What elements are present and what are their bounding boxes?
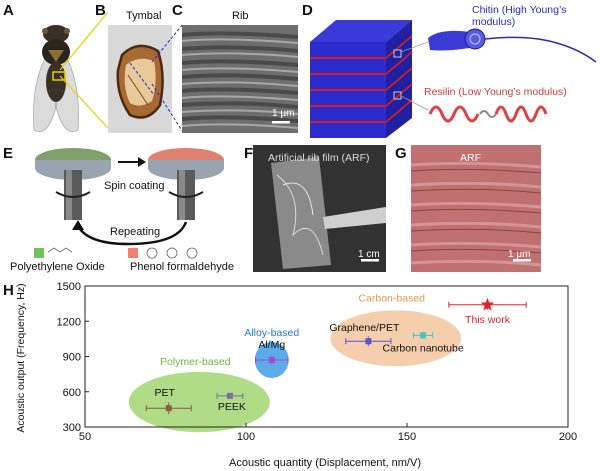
- panel-letter-f: F: [244, 145, 254, 162]
- chitin-fibre-icon: [428, 28, 597, 63]
- data-point: [226, 392, 233, 399]
- tymbal-caption: Tymbal: [126, 10, 162, 22]
- data-point: [420, 332, 427, 339]
- data-label: PET: [155, 387, 176, 399]
- data-label: Al/Mg: [258, 339, 285, 351]
- spin-coating-label: Spin coating: [104, 180, 165, 192]
- data-point: [268, 357, 275, 364]
- data-label: This work: [465, 314, 511, 326]
- rib-scalebar-label: 1 μm: [272, 108, 295, 119]
- tymbal-photo: [108, 25, 172, 133]
- arf-sem-image: [411, 145, 541, 272]
- panel-letter-a: A: [3, 2, 14, 19]
- y-tick-label: 1200: [57, 316, 81, 328]
- data-label: Graphene/PET: [329, 322, 400, 334]
- x-tick-label: 100: [237, 431, 255, 443]
- arf-caption: Artificial rib film (ARF): [268, 152, 370, 164]
- data-point-star: [480, 297, 495, 311]
- spin-coating-diagram: [34, 148, 224, 259]
- group-label: Carbon-based: [358, 292, 425, 304]
- arf-sem-caption: ARF: [460, 152, 481, 164]
- y-tick-label: 600: [63, 387, 81, 399]
- data-point: [365, 338, 372, 345]
- panel-letter-b: B: [95, 2, 106, 19]
- data-point: [165, 405, 172, 412]
- polyethylene-oxide-label: Polyethylene Oxide: [10, 261, 105, 273]
- x-tick-label: 150: [398, 431, 416, 443]
- resilin-spring-icon: [428, 105, 548, 123]
- data-label: Carbon nanotube: [383, 342, 464, 354]
- phenol-formaldehyde-label: Phenol formaldehyde: [130, 261, 234, 273]
- y-axis-label: Acoustic output (Frequency, Hz): [15, 283, 27, 432]
- data-label: PEEK: [218, 401, 246, 413]
- y-tick-label: 300: [63, 422, 81, 434]
- group-label: Alloy-based: [244, 327, 299, 339]
- layered-block-diagram: [310, 20, 597, 138]
- group-region: [128, 371, 270, 433]
- x-tick-label: 50: [79, 431, 91, 443]
- group-region: [330, 310, 462, 367]
- y-tick-label: 1500: [57, 281, 81, 293]
- panel-letter-h: H: [3, 282, 14, 299]
- rib-sem-image: [182, 25, 298, 133]
- y-tick-label: 900: [63, 352, 81, 364]
- x-axis-label: Acoustic quantity (Displacement, nm/V): [229, 457, 421, 469]
- group-label: Polymer-based: [160, 356, 231, 368]
- zoom-connector-b-c: [151, 23, 184, 133]
- chitin-label: Chitin (High Young’s modulus): [472, 4, 567, 28]
- arf-photo-scalebar-label: 1 cm: [358, 249, 380, 260]
- panel-letter-c: C: [172, 2, 183, 19]
- cicada-photo: [20, 12, 92, 140]
- panel-letter-g: G: [395, 145, 407, 162]
- zoom-connector-a-b: [60, 11, 109, 129]
- panel-letter-e: E: [3, 145, 14, 162]
- panel-letter-d: D: [302, 2, 313, 19]
- acoustic-chart: Polymer-based Alloy-based Carbon-based PET…: [15, 281, 577, 469]
- rib-caption: Rib: [232, 10, 249, 22]
- repeating-label: Repeating: [110, 226, 161, 238]
- x-tick-label: 200: [559, 431, 577, 443]
- arf-film-photo: [253, 145, 386, 272]
- arf-sem-scalebar-label: 1 μm: [508, 249, 531, 260]
- resilin-label: Resilin (Low Young’s modulus): [424, 86, 567, 98]
